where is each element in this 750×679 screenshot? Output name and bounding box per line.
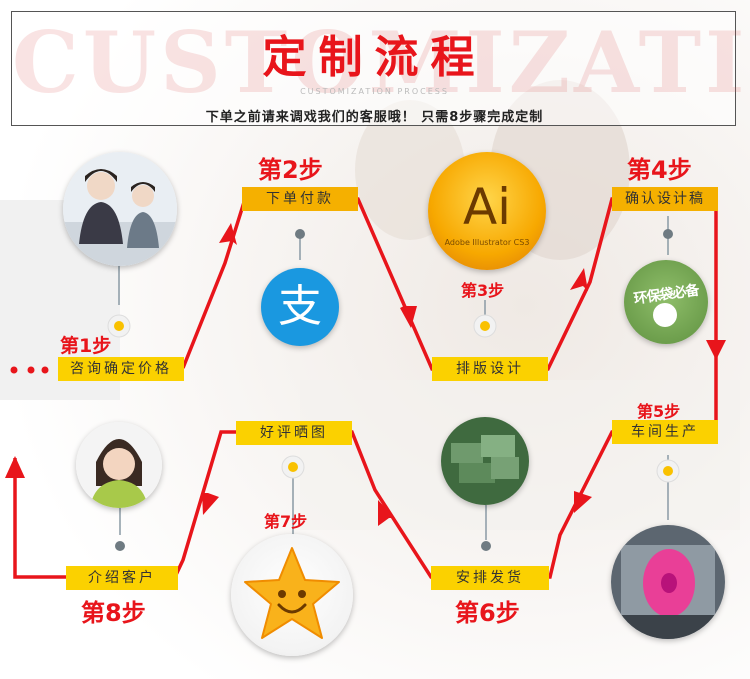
step-7-label: 好评晒图 bbox=[236, 421, 352, 445]
header-description: 下单之前请来调戏我们的客服哦！ 只需8步骤完成定制 bbox=[205, 110, 544, 125]
step-4-number: 第4步 bbox=[627, 156, 692, 184]
illustrator-caption: Adobe Illustrator CS3 bbox=[444, 238, 530, 247]
service-agent-photo bbox=[76, 422, 162, 508]
step-8-number: 第8步 bbox=[81, 599, 146, 627]
header-box: CUSTOMIZATION 定制流程 CUSTOMIZATION PROCESS… bbox=[11, 11, 750, 126]
step-3-number: 第3步 bbox=[461, 281, 505, 300]
step-2-number: 第2步 bbox=[258, 156, 323, 184]
header-subtitle-en: CUSTOMIZATION PROCESS bbox=[300, 87, 449, 96]
step-5-number: 第5步 bbox=[637, 402, 681, 421]
alipay-glyph: 支 bbox=[278, 281, 322, 332]
alipay-icon: 支 bbox=[261, 268, 339, 346]
step-7-number: 第7步 bbox=[264, 512, 308, 531]
step-1-number: 第1步 bbox=[60, 335, 112, 357]
step-3-label: 排版设计 bbox=[432, 357, 548, 381]
step-8-label: 介绍客户 bbox=[66, 566, 178, 590]
eco-bag-design-icon: 环保袋必备 bbox=[624, 260, 708, 344]
illustrator-logo-text: Ai bbox=[462, 178, 512, 236]
page-title: 定制流程 bbox=[262, 32, 487, 83]
globe-icon bbox=[653, 303, 677, 327]
step-4-label: 确认设计稿 bbox=[612, 187, 718, 211]
shipment-packages-photo bbox=[441, 417, 529, 505]
step-6-number: 第6步 bbox=[455, 599, 520, 627]
customer-service-photo bbox=[63, 152, 177, 266]
step-5-label: 车间生产 bbox=[612, 420, 718, 444]
step-2-label: 下单付款 bbox=[242, 187, 358, 211]
header-watermark: CUSTOMIZATION bbox=[12, 13, 750, 112]
star-rating-icon bbox=[231, 534, 353, 656]
illustrator-icon: Ai Adobe Illustrator CS3 bbox=[428, 152, 546, 270]
factory-machine-photo bbox=[611, 525, 725, 639]
step-1-label: 咨询确定价格 bbox=[58, 357, 184, 381]
step-6-label: 安排发货 bbox=[431, 566, 549, 590]
